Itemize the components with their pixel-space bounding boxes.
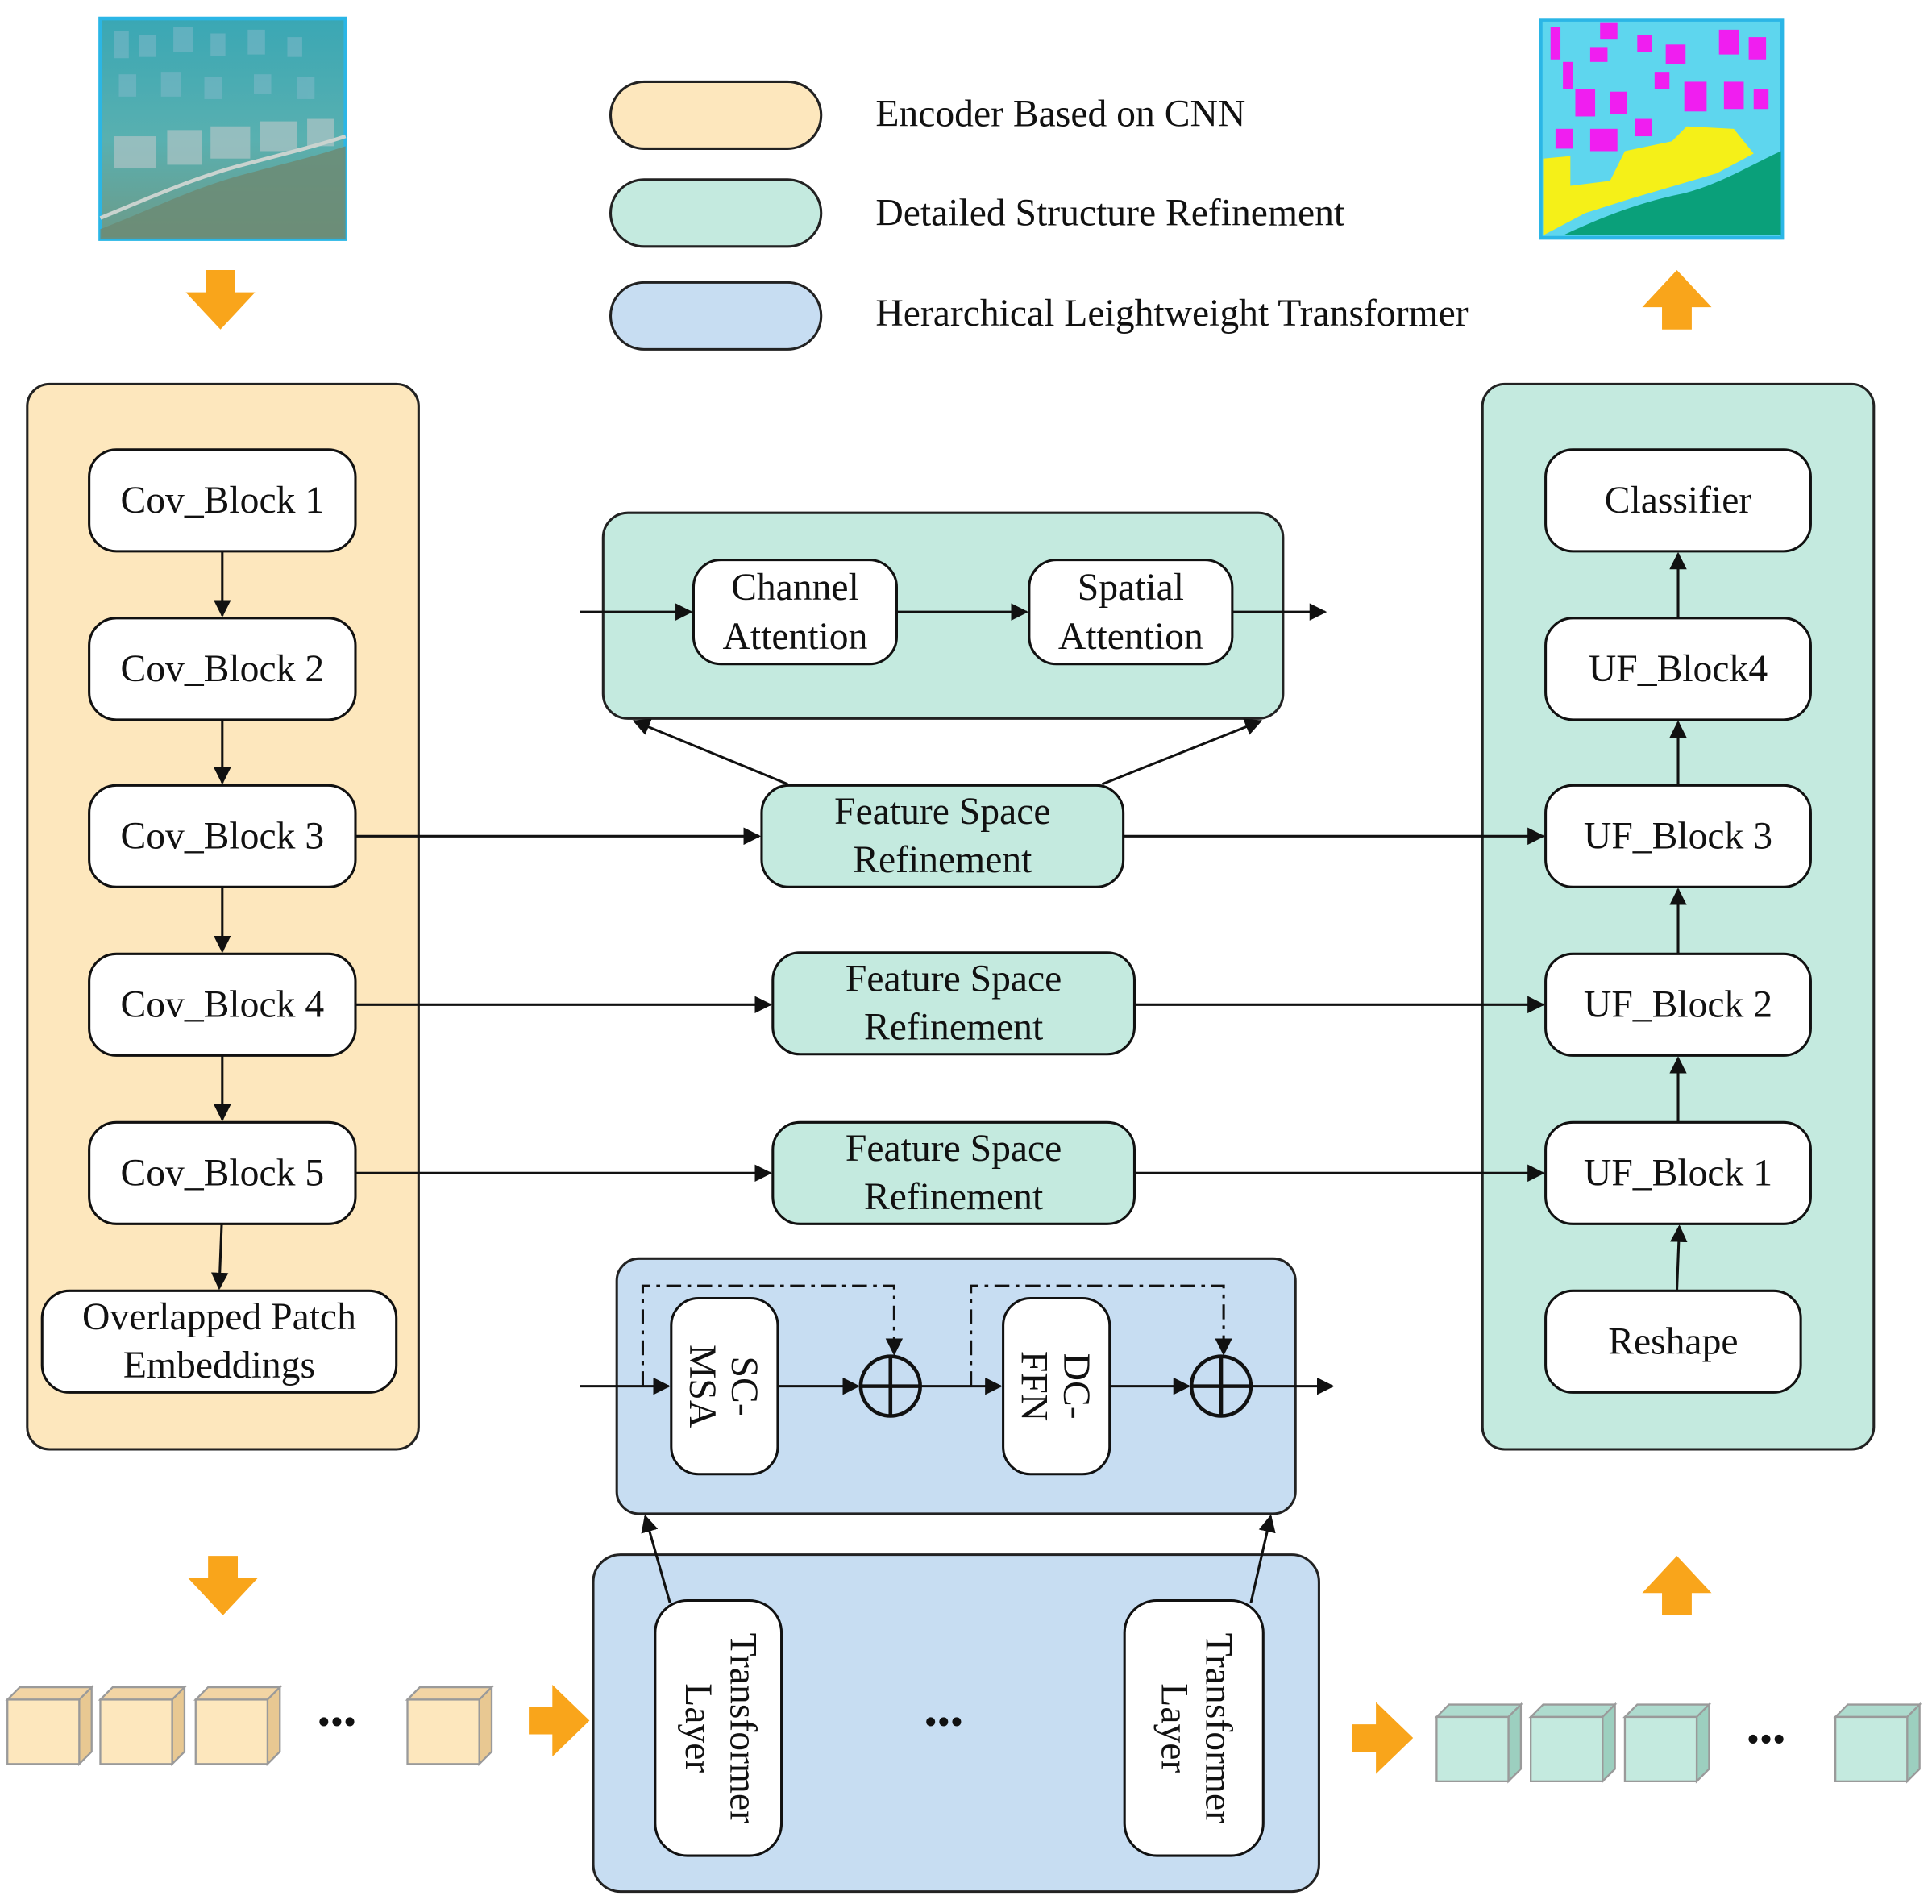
transformer-layer-last: Transformer Layer xyxy=(1123,1598,1265,1857)
residual-add-2-icon xyxy=(1189,1354,1253,1418)
cov-block-5: Cov_Block 5 xyxy=(88,1120,357,1225)
fsr-3-line1: Feature Space xyxy=(846,1128,1062,1170)
cov-block-4-label: Cov_Block 4 xyxy=(120,984,324,1026)
transformer-layer-last-line2: Layer xyxy=(1153,1683,1195,1773)
uf-block-4-label: UF_Block4 xyxy=(1589,648,1768,690)
legend-item-refinement: Detailed Structure Refinement xyxy=(609,178,1344,248)
uf-block-3-label: UF_Block 3 xyxy=(1584,816,1772,858)
input-satellite-image xyxy=(98,16,347,241)
token-cube xyxy=(1622,1702,1712,1784)
encoder-connectors xyxy=(210,551,231,1291)
attention-connectors xyxy=(580,603,1327,786)
uf-block-2: UF_Block 2 xyxy=(1544,952,1812,1057)
attention-module: Channel Attention Spatial Attention xyxy=(580,511,1327,786)
uf-block-2-label: UF_Block 2 xyxy=(1584,984,1772,1026)
spatial-attention-line1: Spatial xyxy=(1078,567,1184,609)
patch-cube xyxy=(193,1685,283,1767)
cov-block-3-label: Cov_Block 3 xyxy=(120,816,324,858)
decoder-connectors xyxy=(1669,551,1688,1291)
sc-msa-line1: SC- xyxy=(723,1357,765,1416)
transformer-layer-first-line2: Layer xyxy=(677,1683,719,1773)
fsr-block-1: Feature Space Refinement xyxy=(760,784,1125,888)
channel-attention-block: Channel Attention xyxy=(692,559,898,666)
fsr-2-line2: Refinement xyxy=(864,1006,1043,1048)
token-cube xyxy=(1434,1702,1523,1784)
classifier-label: Classifier xyxy=(1605,480,1752,522)
transformer-layer-last-line1: Transformer xyxy=(1198,1633,1240,1823)
spatial-attention-block: Spatial Attention xyxy=(1028,559,1234,666)
layers-ellipsis: ••• xyxy=(924,1701,963,1742)
legend-swatch-transformer xyxy=(609,281,823,351)
patch-cube xyxy=(98,1685,187,1767)
cov-block-1-label: Cov_Block 1 xyxy=(120,480,324,522)
fsr-2-line1: Feature Space xyxy=(846,958,1062,1000)
spatial-attention-line2: Attention xyxy=(1058,616,1203,658)
token-cube xyxy=(1528,1702,1618,1784)
arrow-right-out-transformer xyxy=(1352,1702,1414,1774)
legend-item-transformer: Herarchical Leightweight Transformer xyxy=(609,281,1469,351)
input-patch-tokens xyxy=(5,1685,494,1767)
legend-label-refinement: Detailed Structure Refinement xyxy=(875,193,1344,235)
skip-connections xyxy=(355,827,1545,1183)
dc-ffn-line2: FFN xyxy=(1013,1351,1055,1421)
embed-label-line1: Overlapped Patch xyxy=(82,1296,356,1338)
legend: Encoder Based on CNN Detailed Structure … xyxy=(609,80,1469,351)
arrow-up-output xyxy=(1642,270,1712,330)
input-tokens-ellipsis: ••• xyxy=(318,1701,356,1742)
layer-connectors xyxy=(641,1514,1276,1603)
transformer-block-detail: SC- MSA DC- FFN xyxy=(580,1257,1335,1515)
uf-block-4: UF_Block4 xyxy=(1544,617,1812,721)
sc-msa-line2: MSA xyxy=(681,1345,723,1428)
residual-add-1-icon xyxy=(858,1354,922,1418)
cov-block-3: Cov_Block 3 xyxy=(88,784,357,888)
legend-swatch-encoder xyxy=(609,80,823,150)
overlapped-patch-embeddings: Overlapped Patch Embeddings xyxy=(40,1289,398,1394)
token-cube xyxy=(1833,1702,1922,1784)
uf-block-1-label: UF_Block 1 xyxy=(1584,1153,1772,1195)
cov-block-4: Cov_Block 4 xyxy=(88,952,357,1057)
dc-ffn-line1: DC- xyxy=(1055,1353,1097,1420)
fsr-1-line2: Refinement xyxy=(853,839,1032,881)
transformer-layers-stack: Transformer Layer Transformer Layer ••• xyxy=(592,1514,1320,1894)
arrow-down-patches xyxy=(188,1556,258,1615)
legend-label-encoder: Encoder Based on CNN xyxy=(875,94,1245,135)
arrow-down-input xyxy=(185,270,256,330)
reshape-block: Reshape xyxy=(1544,1289,1802,1394)
arrow-right-into-transformer xyxy=(529,1684,590,1757)
decoder-panel: Classifier UF_Block4 UF_Block 3 UF_Block… xyxy=(1481,382,1876,1451)
fsr-1-line1: Feature Space xyxy=(834,791,1050,833)
cov-block-5-label: Cov_Block 5 xyxy=(120,1153,324,1195)
classifier-block: Classifier xyxy=(1544,448,1812,553)
transformer-layer-first: Transformer Layer xyxy=(654,1598,783,1857)
patch-cube xyxy=(5,1685,94,1767)
flow-arrows xyxy=(185,270,1712,1774)
legend-label-transformer: Herarchical Leightweight Transformer xyxy=(875,293,1468,335)
cov-block-1: Cov_Block 1 xyxy=(88,448,357,553)
cov-block-2-label: Cov_Block 2 xyxy=(120,648,324,690)
legend-item-encoder: Encoder Based on CNN xyxy=(609,80,1245,150)
uf-block-1: UF_Block 1 xyxy=(1544,1120,1812,1225)
dc-ffn-block: DC- FFN xyxy=(1002,1296,1111,1476)
uf-block-3: UF_Block 3 xyxy=(1544,784,1812,888)
sc-msa-block: SC- MSA xyxy=(670,1296,779,1476)
channel-attention-line1: Channel xyxy=(731,567,859,609)
cov-block-2: Cov_Block 2 xyxy=(88,617,357,721)
embed-label-line2: Embeddings xyxy=(123,1345,315,1386)
output-tokens-ellipsis: ••• xyxy=(1747,1719,1785,1760)
fsr-block-3: Feature Space Refinement xyxy=(771,1120,1136,1225)
arrow-up-tokens xyxy=(1642,1556,1712,1615)
encoder-panel: Cov_Block 1 Cov_Block 2 Cov_Block 3 Cov_… xyxy=(26,382,420,1451)
reshape-label: Reshape xyxy=(1608,1321,1738,1363)
patch-cube xyxy=(405,1685,494,1767)
legend-swatch-refinement xyxy=(609,178,823,248)
fsr-block-2: Feature Space Refinement xyxy=(771,951,1136,1056)
transformer-connectors xyxy=(580,1284,1335,1395)
transformer-layer-first-line1: Transformer xyxy=(722,1633,764,1823)
output-segmentation-map xyxy=(1539,18,1785,240)
output-tokens xyxy=(1434,1702,1922,1784)
channel-attention-line2: Attention xyxy=(723,616,868,658)
fsr-3-line2: Refinement xyxy=(864,1176,1043,1218)
